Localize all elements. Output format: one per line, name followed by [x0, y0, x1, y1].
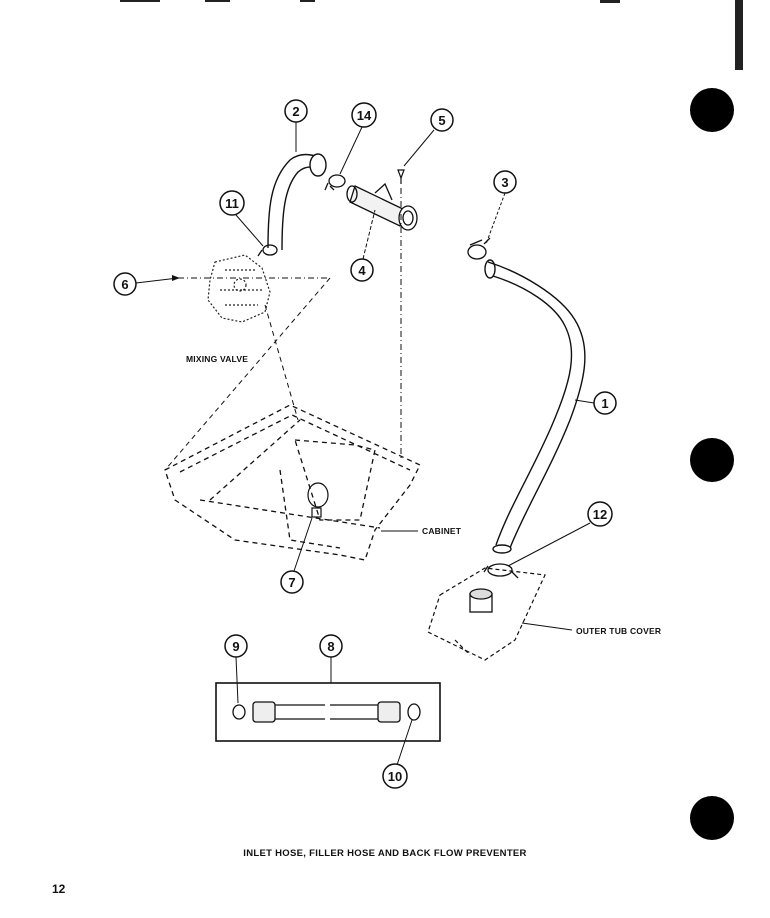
svg-text:7: 7 [288, 575, 295, 590]
figure-caption: INLET HOSE, FILLER HOSE AND BACK FLOW PR… [243, 848, 527, 859]
screw-5 [397, 169, 405, 184]
binder-hole-top [690, 88, 734, 132]
svg-text:4: 4 [358, 263, 366, 278]
label-outer-tub-cover: OUTER TUB COVER [576, 626, 661, 636]
svg-text:3: 3 [501, 175, 508, 190]
callout-2: 2 [284, 99, 308, 152]
svg-text:1: 1 [601, 396, 608, 411]
callout-10: 10 [382, 719, 413, 789]
inlet-hose-box [215, 682, 441, 742]
valve-cabinet-link [164, 277, 331, 471]
hose-elbow [267, 153, 327, 251]
inlet-hose [232, 701, 421, 723]
callout-11: 11 [219, 190, 264, 247]
svg-text:2: 2 [292, 104, 299, 119]
callout-7: 7 [280, 517, 313, 594]
binder-hole-bottom [690, 796, 734, 840]
clamp-12 [483, 563, 519, 579]
callout-8: 8 [319, 634, 343, 683]
svg-text:9: 9 [232, 639, 239, 654]
clamp-11 [257, 244, 278, 257]
back-flow-preventer [346, 182, 418, 231]
svg-text:6: 6 [121, 277, 128, 292]
valve-cabinet-link-2 [264, 304, 299, 421]
callout-3: 3 [485, 170, 517, 245]
label-cabinet: CABINET [422, 526, 462, 536]
tub-cover-leader [521, 622, 573, 631]
callout-12: 12 [507, 501, 613, 567]
svg-text:5: 5 [438, 113, 445, 128]
svg-text:12: 12 [593, 507, 607, 522]
page-number: 12 [52, 882, 66, 896]
binder-hole-middle [690, 438, 734, 482]
outer-tub-cover [427, 567, 546, 661]
filler-hose [484, 259, 586, 554]
cabinet-outline [164, 404, 421, 561]
callout-9: 9 [224, 634, 248, 704]
tub-cover-inlet [469, 588, 493, 613]
cabinet-fill-port [307, 482, 329, 518]
callout-6: 6 [113, 272, 180, 296]
mixing-valve [207, 254, 271, 323]
callout-5: 5 [403, 108, 454, 167]
svg-text:8: 8 [327, 639, 334, 654]
svg-text:11: 11 [225, 196, 239, 211]
svg-text:14: 14 [357, 108, 372, 123]
scan-noise [120, 0, 743, 70]
callout-4: 4 [350, 209, 376, 282]
callout-1: 1 [574, 391, 617, 415]
clamp-14 [324, 174, 346, 191]
svg-text:10: 10 [388, 769, 402, 784]
callout-14: 14 [339, 102, 377, 175]
label-mixing-valve: MIXING VALVE [186, 354, 248, 364]
